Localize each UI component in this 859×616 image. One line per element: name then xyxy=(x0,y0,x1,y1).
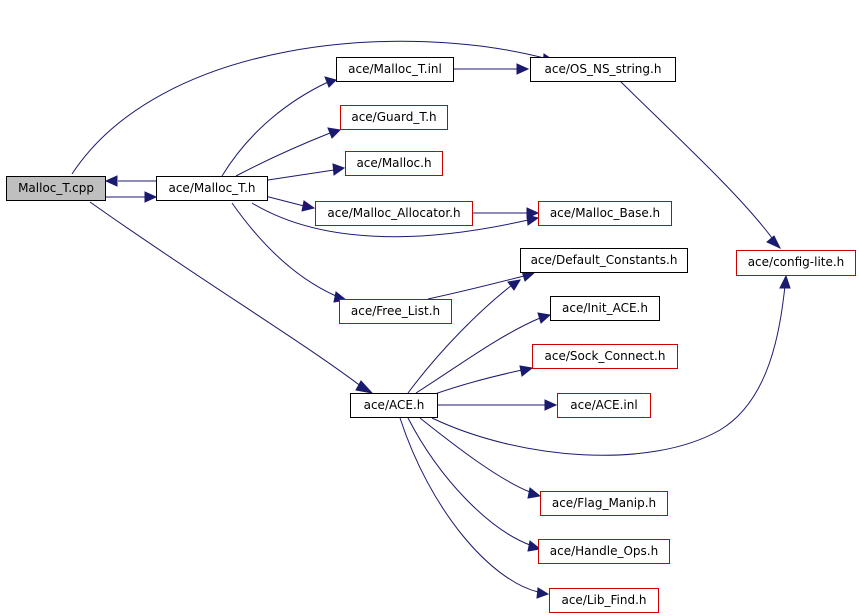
edge-malloc-t-h-to-free-list xyxy=(231,202,337,297)
node-malloc-base-h[interactable]: ace/Malloc_Base.h xyxy=(538,201,672,226)
node-ace-inl[interactable]: ace/ACE.inl xyxy=(557,393,651,418)
arrowhead-init xyxy=(537,312,552,324)
node-os-ns-string-h[interactable]: ace/OS_NS_string.h xyxy=(530,57,676,82)
arrowhead-config-from-os xyxy=(766,235,782,250)
edge-ace-to-handle xyxy=(407,417,531,546)
arrowhead-ace-inl xyxy=(544,399,558,411)
arrowhead-base-from-malloc-t xyxy=(526,214,540,226)
node-init-ace-h[interactable]: ace/Init_ACE.h xyxy=(550,296,660,321)
node-lib-find-h[interactable]: ace/Lib_Find.h xyxy=(549,588,659,613)
edge-cpp-to-ace-h xyxy=(89,201,363,388)
arrowhead-handle xyxy=(527,540,542,552)
arrowhead-allocator xyxy=(301,200,316,212)
arrowhead-default-from-ace xyxy=(507,279,521,291)
node-flag-manip-h[interactable]: ace/Flag_Manip.h xyxy=(540,491,668,516)
node-malloc-t-inl[interactable]: ace/Malloc_T.inl xyxy=(336,57,454,82)
edge-malloc-t-h-to-allocator xyxy=(264,195,305,207)
arrowhead-os-ns-string-from-inl xyxy=(516,63,530,75)
arrowhead-malloc xyxy=(332,163,346,176)
node-free-list-h[interactable]: ace/Free_List.h xyxy=(339,299,452,324)
node-handle-ops-h[interactable]: ace/Handle_Ops.h xyxy=(538,539,670,564)
edge-os-ns-string-to-config xyxy=(619,80,773,239)
node-ace-h[interactable]: ace/ACE.h xyxy=(350,393,438,418)
arrowhead-malloc-t-h-from-cpp xyxy=(144,191,158,203)
arrowhead-lib xyxy=(536,587,550,599)
arrowhead-guard xyxy=(327,127,342,139)
edge-malloc-t-h-to-inl xyxy=(221,81,329,177)
node-guard-t-h[interactable]: ace/Guard_T.h xyxy=(340,105,448,130)
edge-cpp-to-os-ns-string xyxy=(71,40,549,175)
edge-ace-to-flag xyxy=(419,417,531,493)
edge-ace-to-lib xyxy=(399,417,539,593)
edge-ace-to-default xyxy=(407,284,513,394)
node-config-lite-h[interactable]: ace/config-lite.h xyxy=(736,250,856,276)
arrowhead-inl xyxy=(324,76,337,88)
node-malloc-h[interactable]: ace/Malloc.h xyxy=(345,151,443,176)
edge-free-list-to-default xyxy=(427,274,529,300)
node-malloc-t-cpp: Malloc_T.cpp xyxy=(6,176,106,201)
node-malloc-t-h[interactable]: ace/Malloc_T.h xyxy=(156,176,268,201)
edge-malloc-t-h-to-malloc xyxy=(267,169,335,181)
edge-malloc-t-h-to-base xyxy=(251,202,529,238)
edge-ace-to-config xyxy=(431,285,786,456)
node-malloc-allocator-h[interactable]: ace/Malloc_Allocator.h xyxy=(315,201,473,226)
arrowhead-base-from-allocator xyxy=(526,207,540,219)
node-sock-connect-h[interactable]: ace/Sock_Connect.h xyxy=(532,344,678,369)
edge-ace-to-init xyxy=(415,317,541,394)
node-default-constants-h[interactable]: ace/Default_Constants.h xyxy=(520,248,688,273)
arrowhead-cpp-from-malloc-t-h xyxy=(104,175,118,187)
arrowhead-ace-h-from-cpp xyxy=(355,380,374,394)
arrowhead-flag xyxy=(527,487,542,499)
edge-malloc-t-h-to-guard xyxy=(235,132,331,177)
arrowhead-sock xyxy=(519,365,534,377)
arrowhead-config-from-ace xyxy=(779,274,791,289)
edge-ace-to-sock xyxy=(431,369,523,396)
